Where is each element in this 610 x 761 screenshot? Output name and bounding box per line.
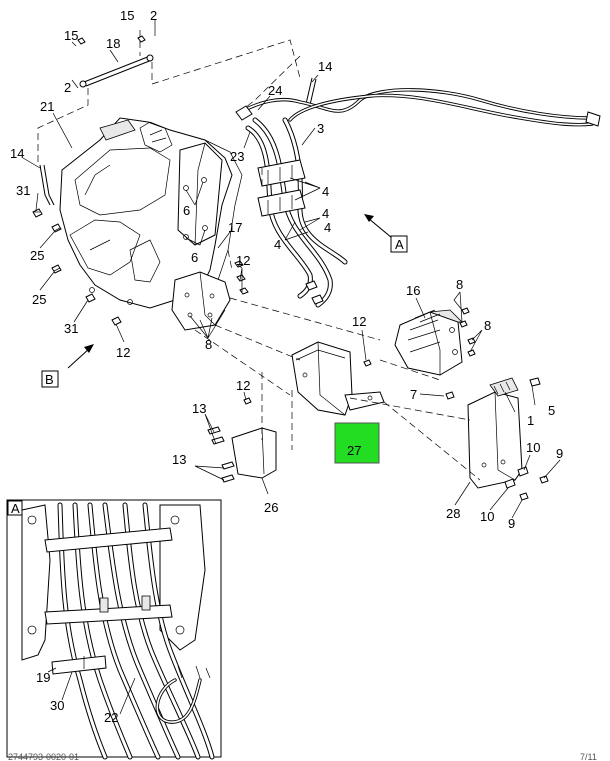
callout-17: 17 [228,220,242,235]
callout-26: 26 [264,500,278,515]
callout-28: 28 [446,506,460,521]
inset-label-a: A [11,501,20,516]
callout-4: 4 [324,220,331,235]
cable-24 [238,88,601,127]
part-1 [489,377,519,397]
leader-lines [22,20,561,519]
callout-19: 19 [36,670,50,685]
callout-12: 12 [116,345,130,360]
callout-4: 4 [274,237,281,252]
view-label-a-box [390,235,408,253]
callout-9: 9 [556,446,563,461]
callout-15: 15 [120,8,134,23]
fasteners-right [207,307,549,501]
callout-15: 15 [64,28,78,43]
callout-24: 24 [268,83,282,98]
callout-23: 23 [230,149,244,164]
bracket-27 [291,341,385,416]
callout-22: 22 [104,710,118,725]
callout-30: 30 [50,698,64,713]
callout-10: 10 [526,440,540,455]
inset-view-a [6,499,222,760]
view-arrow-b [41,344,94,388]
panel-28 [467,391,523,489]
rod-14-left [39,164,55,206]
phantom-lines [32,30,481,481]
callout-2: 2 [64,80,71,95]
callout-16: 16 [406,283,420,298]
callout-2: 2 [150,8,157,23]
view-label-a: A [395,237,404,252]
callout-12: 12 [236,253,250,268]
inset-label-box [7,500,23,516]
callout-25: 25 [32,292,46,307]
callout-31: 31 [64,321,78,336]
footer-drawing-number: 2744793-0020-01 [8,752,79,761]
callout-1: 1 [527,413,534,428]
callout-13: 13 [172,452,186,467]
highlight-box-27[interactable] [334,422,380,464]
callout-6: 6 [183,203,190,218]
callout-4: 4 [322,184,329,199]
callout-14: 14 [318,59,332,74]
view-label-b: B [45,372,54,387]
callout-4: 4 [322,206,329,221]
callout-12: 12 [236,378,250,393]
view-arrow-a [364,214,408,253]
callout-14: 14 [10,146,24,161]
callout-27: 27 [347,443,361,458]
mounting-bracket-21 [59,117,243,309]
view-label-b-box [41,370,59,388]
rod-18 [79,54,154,88]
callout-8: 8 [456,277,463,292]
callout-9: 9 [508,516,515,531]
cover-26 [231,427,277,479]
callout-3: 3 [317,121,324,136]
callout-25: 25 [30,248,44,263]
callout-7: 7 [410,387,417,402]
callout-13: 13 [192,401,206,416]
callout-6: 6 [191,250,198,265]
footer-page-ref: 7/11 [580,752,597,761]
support-bracket-17 [171,271,231,331]
callout-10: 10 [480,509,494,524]
callout-21: 21 [40,99,54,114]
rod-14-right [305,77,317,106]
callout-8: 8 [205,337,212,352]
callout-31: 31 [16,183,30,198]
callout-labels: 1 2 2 3 4 4 4 4 5 6 6 7 8 8 8 9 9 10 10 … [10,8,563,725]
callout-18: 18 [106,36,120,51]
callout-5: 5 [548,403,555,418]
callout-12: 12 [352,314,366,329]
hose-clamp-bracket [235,105,324,305]
fasteners-left [32,35,249,326]
control-module-16 [394,309,463,376]
callout-8: 8 [484,318,491,333]
